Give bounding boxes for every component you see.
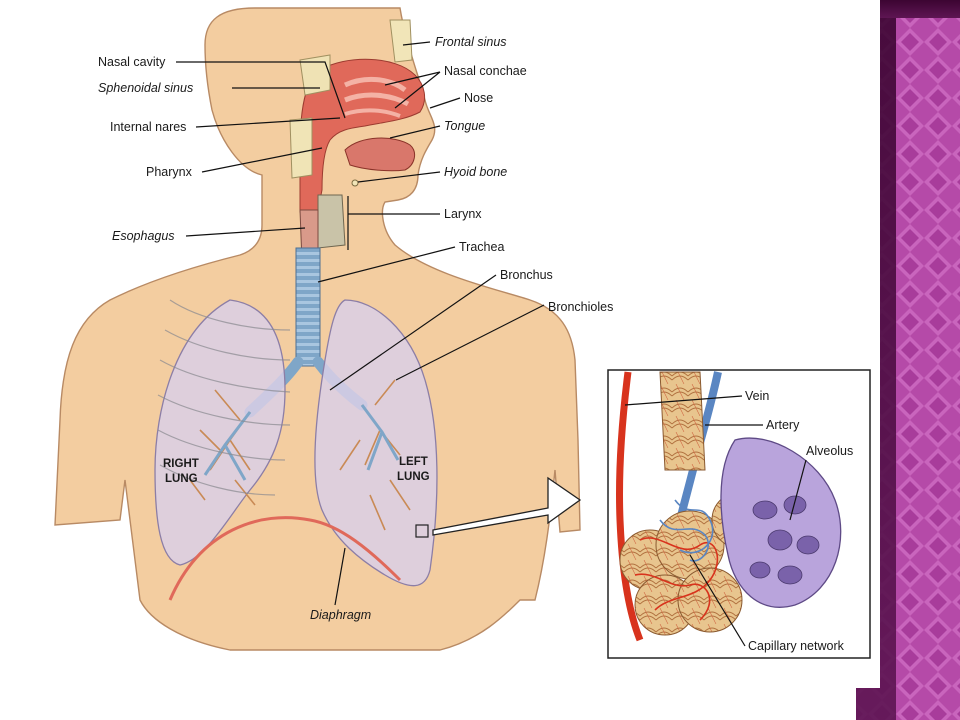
label-nasal-conchae: Nasal conchae — [444, 64, 527, 78]
magnify-marker — [415, 524, 429, 538]
trachea-shape — [295, 247, 321, 367]
label-left-lung-line2: LUNG — [397, 471, 430, 483]
label-internal-nares: Internal nares — [110, 120, 186, 134]
hyoid-bone-shape — [351, 179, 359, 187]
label-larynx: Larynx — [444, 207, 482, 221]
label-esophagus: Esophagus — [112, 229, 175, 243]
label-right-lung-line2: LUNG — [165, 473, 198, 485]
vein-vessel — [615, 371, 644, 642]
left-lung-shape — [314, 299, 438, 587]
label-hyoid-bone: Hyoid bone — [444, 165, 507, 179]
tongue-shape — [344, 137, 416, 172]
diaphragm-shape — [168, 516, 402, 601]
label-bronchioles: Bronchioles — [548, 300, 613, 314]
label-bronchus: Bronchus — [500, 268, 553, 282]
label-right-lung-line1: RIGHT — [163, 458, 199, 470]
label-diaphragm: Diaphragm — [310, 608, 371, 622]
label-vein: Vein — [745, 389, 769, 403]
label-alveolus: Alveolus — [806, 444, 853, 458]
torso-illustration — [54, 7, 581, 651]
capillary-network — [634, 499, 719, 621]
decorative-sidebar — [856, 0, 960, 720]
alveoli-inset — [607, 369, 871, 659]
label-nasal-cavity: Nasal cavity — [98, 55, 166, 69]
label-frontal-sinus: Frontal sinus — [435, 35, 507, 49]
label-left-lung-line1: LEFT — [399, 456, 428, 468]
label-sphenoidal-sinus: Sphenoidal sinus — [98, 81, 193, 95]
label-pharynx: Pharynx — [146, 165, 193, 179]
leader-lines — [176, 41, 807, 647]
label-capillary-network: Capillary network — [748, 639, 845, 653]
larynx-shape — [317, 194, 346, 249]
zoom-arrow — [432, 476, 582, 536]
inset-labels: Vein Artery Alveolus Capillary network — [745, 389, 853, 653]
label-nose: Nose — [464, 91, 493, 105]
label-tongue: Tongue — [444, 119, 485, 133]
label-trachea: Trachea — [459, 240, 504, 254]
anatomy-labels: Frontal sinus Nasal cavity Nasal conchae… — [98, 35, 613, 622]
label-artery: Artery — [766, 418, 800, 432]
